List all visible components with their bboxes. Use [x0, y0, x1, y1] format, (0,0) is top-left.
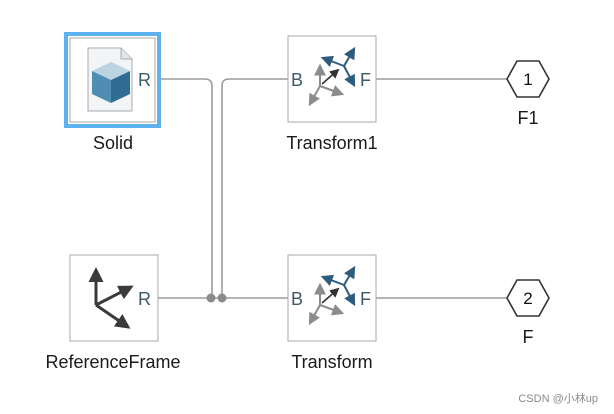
referenceframe-port-r: R	[138, 289, 151, 309]
cube-icon	[87, 47, 133, 112]
solid-block-label: Solid	[93, 133, 133, 153]
rigid-transform-icon	[308, 265, 356, 326]
transform-block-body[interactable]	[287, 254, 377, 342]
outport-f1-number: 1	[523, 70, 532, 89]
transform1-block-body[interactable]	[287, 35, 377, 123]
wire-junction-to-transform1[interactable]	[221, 78, 288, 298]
rigid-transform-icon	[308, 46, 356, 107]
outport-f-label: F	[523, 327, 534, 347]
transform1-port-f: F	[360, 70, 371, 90]
reference-frame-axes-icon	[88, 267, 134, 329]
outport-f1-hexagon[interactable]	[506, 60, 550, 98]
solid-port-r: R	[138, 70, 151, 90]
outport-f-number: 2	[523, 289, 532, 308]
selection-highlight	[64, 32, 161, 128]
transform-block[interactable]: B F Transform	[287, 254, 377, 372]
solid-block[interactable]: R Solid	[64, 32, 161, 153]
outport-f[interactable]: 2 F	[506, 279, 550, 347]
outport-f1-label: F1	[517, 108, 538, 128]
transform-port-b: B	[291, 289, 303, 309]
wire-junction-dot	[217, 293, 227, 303]
outport-f1[interactable]: 1 F1	[506, 60, 550, 128]
transform-port-f: F	[360, 289, 371, 309]
wire-solid-to-junction[interactable]	[158, 78, 213, 298]
transform-block-label: Transform	[291, 352, 372, 372]
referenceframe-block-label: ReferenceFrame	[45, 352, 180, 372]
transform1-block[interactable]: B F Transform1	[286, 35, 378, 153]
watermark-text: CSDN @小林up	[518, 391, 598, 405]
referenceframe-block[interactable]: R ReferenceFrame	[45, 254, 181, 372]
wire-junction-dot	[206, 293, 216, 303]
transform1-port-b: B	[291, 70, 303, 90]
transform1-block-label: Transform1	[286, 133, 377, 153]
outport-f-hexagon[interactable]	[506, 279, 550, 317]
